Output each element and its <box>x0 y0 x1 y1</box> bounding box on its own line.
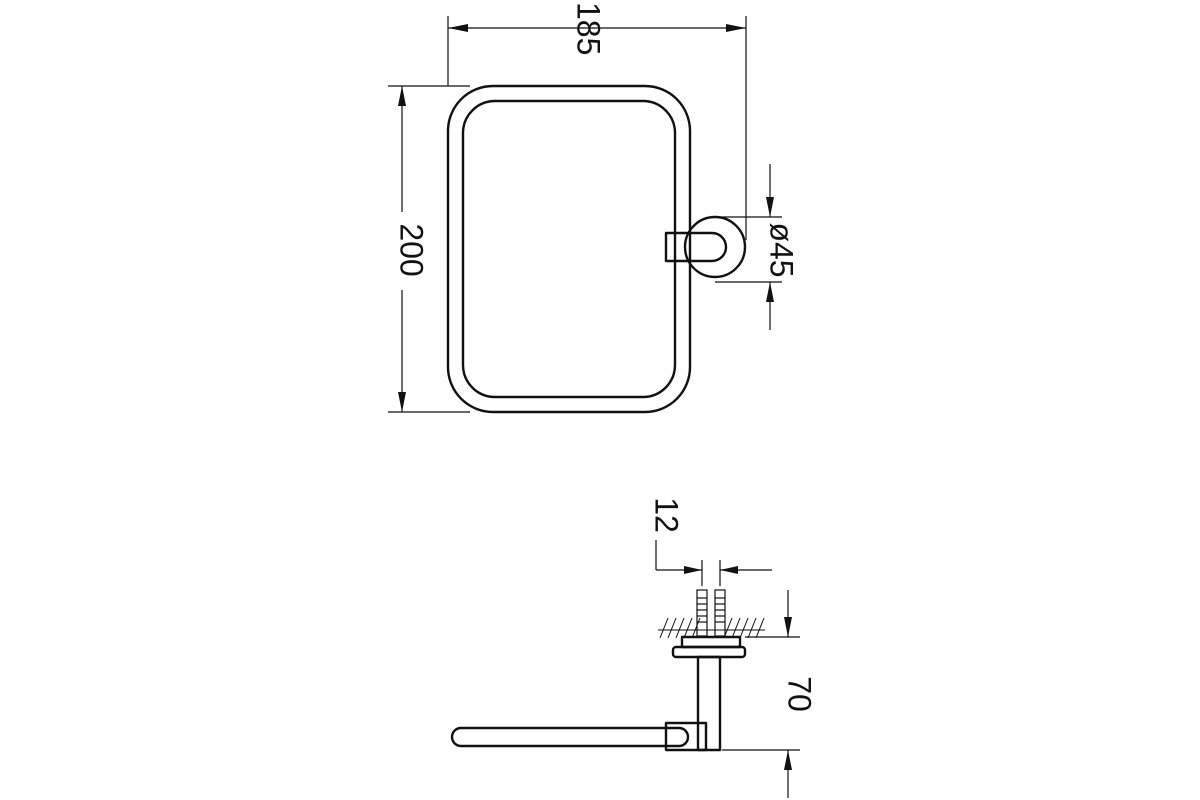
rosette-side <box>671 645 747 659</box>
mount-plate <box>680 635 742 649</box>
diameter-dimension: ø45 <box>715 164 800 330</box>
wall-hatching <box>658 617 765 639</box>
wall-mount-rosette <box>683 215 747 279</box>
height-arrow-top <box>398 86 406 106</box>
width-dimension: 185 <box>447 2 747 240</box>
width-arrow-left <box>448 24 468 32</box>
height-dimension-label: 200 <box>394 223 430 276</box>
pin-arrow-left <box>684 566 702 574</box>
diameter-dimension-label: ø45 <box>764 222 800 277</box>
mount-arm <box>664 231 728 263</box>
side-view <box>450 589 765 752</box>
vertical-arm <box>696 655 722 752</box>
width-arrow-right <box>726 24 746 32</box>
depth-arrow-bottom <box>784 750 792 770</box>
depth-dimension: 70 <box>722 590 818 798</box>
towel-bar <box>450 726 690 748</box>
pin-spacing-label: 12 <box>649 497 685 533</box>
width-dimension-label: 185 <box>571 2 607 55</box>
pin-arrow-right <box>720 566 738 574</box>
arm-elbow <box>664 721 708 752</box>
depth-arrow-top <box>784 617 792 637</box>
diameter-arrow-bottom <box>766 282 774 302</box>
wall-plugs <box>696 589 726 637</box>
ring-outer-outline <box>446 84 692 414</box>
height-dimension: 200 <box>388 85 470 413</box>
height-arrow-bottom <box>398 392 406 412</box>
depth-dimension-label: 70 <box>782 676 818 712</box>
pin-spacing-dimension: 12 <box>649 497 772 586</box>
diameter-arrow-top <box>766 197 774 217</box>
ring-inner-outline <box>461 99 677 399</box>
front-view <box>446 84 747 414</box>
